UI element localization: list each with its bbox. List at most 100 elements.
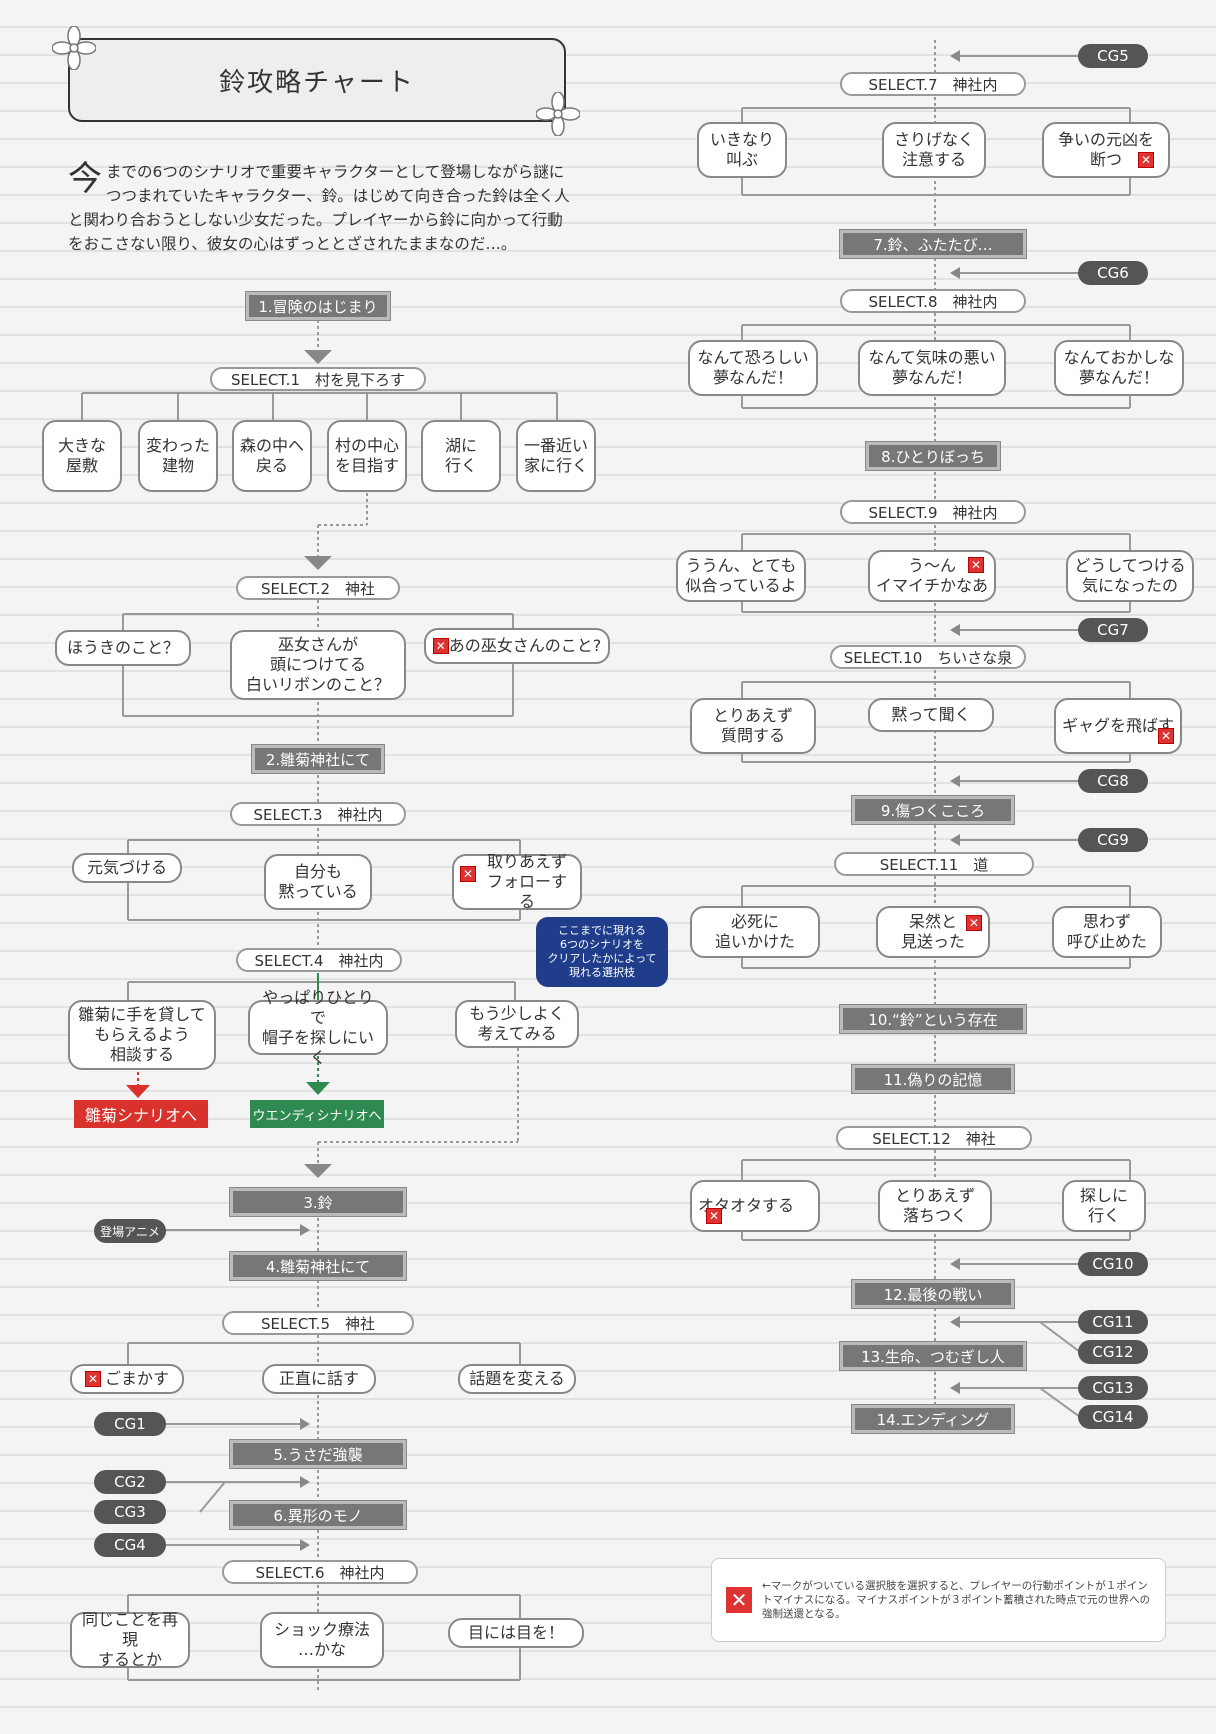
cg-13: CG13	[1078, 1376, 1148, 1400]
s6-option-1[interactable]: 同じことを再現 するとか	[70, 1612, 190, 1668]
s2-option-2[interactable]: 巫女さんが 頭につけてる 白いリボンのこと？	[230, 630, 406, 700]
x-mark-icon: ✕	[1138, 152, 1154, 168]
chapter-4: 4.雛菊神社にて	[230, 1252, 406, 1280]
cg-2: CG2	[94, 1470, 166, 1494]
cg-10: CG10	[1078, 1252, 1148, 1276]
x-mark-icon: ✕	[726, 1587, 752, 1613]
x-mark-icon: ✕	[460, 866, 476, 882]
s10-option-1[interactable]: とりあえず 質問する	[690, 698, 816, 754]
wendy-scenario-link[interactable]: ウエンディシナリオへ	[250, 1100, 384, 1128]
select-12: SELECT.12 神社	[836, 1126, 1032, 1150]
cg-6: CG6	[1078, 261, 1148, 285]
chapter-3: 3.鈴	[230, 1188, 406, 1216]
s6-option-3[interactable]: 目には目を！	[448, 1618, 584, 1648]
s11-option-2[interactable]: 呆然と 見送った	[876, 906, 990, 958]
s10-option-3[interactable]: ギャグを飛ばす	[1054, 698, 1182, 754]
cg-11: CG11	[1078, 1310, 1148, 1334]
select-6: SELECT.6 神社内	[222, 1560, 418, 1584]
s9-option-3[interactable]: どうしてつける 気になったの	[1066, 550, 1194, 602]
select-3: SELECT.3 神社内	[230, 802, 406, 826]
hinagiku-scenario-link[interactable]: 雛菊シナリオへ	[74, 1100, 208, 1128]
note-bubble: ここまでに現れる 6つのシナリオを クリアしたかによって 現れる選択枝	[536, 917, 668, 987]
s4-option-1[interactable]: 雛菊に手を貸して もらえるよう 相談する	[68, 1000, 216, 1070]
chapter-6: 6.異形のモノ	[230, 1501, 406, 1529]
s4-option-3[interactable]: もう少しよく 考えてみる	[455, 1000, 579, 1048]
s11-option-1[interactable]: 必死に 追いかけた	[690, 906, 820, 958]
s9-option-1[interactable]: ううん、とても 似合っているよ	[676, 550, 806, 602]
cg-8: CG8	[1078, 769, 1148, 793]
s3-option-1[interactable]: 元気づける	[72, 853, 182, 883]
s1-option-4[interactable]: 村の中心 を目指す	[327, 420, 407, 492]
x-mark-icon: ✕	[1158, 728, 1174, 744]
s3-option-3[interactable]: ✕取りあえず フォローする	[452, 854, 582, 910]
s2-option-3[interactable]: ✕あの巫女さんのこと?	[424, 628, 610, 664]
intro-text: 今までの6つのシナリオで重要キャラクターとして登場しながら謎につつまれていたキャ…	[68, 160, 578, 256]
select-8: SELECT.8 神社内	[840, 289, 1026, 313]
cg-1: CG1	[94, 1412, 166, 1436]
x-mark-icon: ✕	[433, 638, 449, 654]
chapter-12: 12.最後の戦い	[852, 1280, 1014, 1308]
s8-option-3[interactable]: なんておかしな 夢なんだ！	[1054, 340, 1184, 396]
s6-option-2[interactable]: ショック療法 …かな	[260, 1612, 384, 1668]
select-2: SELECT.2 神社	[236, 576, 400, 600]
s2-option-3-label: あの巫女さんのこと?	[449, 636, 602, 656]
x-mark-icon: ✕	[966, 915, 982, 931]
chapter-8: 8.ひとりぼっち	[866, 442, 1000, 470]
s12-option-1[interactable]: オタオタする	[690, 1180, 820, 1232]
s7-option-3[interactable]: 争いの元凶を 断つ	[1042, 122, 1170, 178]
s1-option-1[interactable]: 大きな 屋敷	[42, 420, 122, 492]
flower-icon	[52, 26, 96, 70]
chapter-1: 1.冒険のはじまり	[246, 292, 390, 320]
select-9: SELECT.9 神社内	[840, 500, 1026, 524]
x-mark-legend: ✕ ←マークがついている選択肢を選択すると、プレイヤーの行動ポイントが１ポイント…	[711, 1558, 1166, 1642]
s5-option-1-label: ごまかす	[105, 1369, 169, 1389]
chapter-7: 7.鈴、ふたたび…	[840, 230, 1026, 258]
s12-option-2[interactable]: とりあえず 落ちつく	[878, 1180, 992, 1232]
chapter-13: 13.生命、つむぎし人	[840, 1342, 1026, 1370]
page-title: 鈴攻略チャート	[68, 38, 566, 122]
s5-option-1[interactable]: ✕ごまかす	[70, 1364, 184, 1394]
cg-4: CG4	[94, 1533, 166, 1557]
x-mark-icon: ✕	[706, 1208, 722, 1224]
s5-option-3[interactable]: 話題を変える	[458, 1364, 576, 1394]
select-11: SELECT.11 道	[834, 852, 1034, 876]
s5-option-2[interactable]: 正直に話す	[262, 1364, 376, 1394]
s1-option-3[interactable]: 森の中へ 戻る	[232, 420, 312, 492]
s3-option-3-label: 取りあえず フォローする	[480, 852, 574, 912]
select-10: SELECT.10 ちいさな泉	[830, 645, 1026, 669]
s2-option-1[interactable]: ほうきのこと？	[55, 630, 191, 666]
s4-option-2[interactable]: やっぱりひとりで 帽子を探しにいく	[248, 1000, 388, 1055]
x-mark-icon: ✕	[85, 1371, 101, 1387]
s8-option-2[interactable]: なんて気味の悪い 夢なんだ！	[858, 340, 1006, 396]
cg-3: CG3	[94, 1500, 166, 1524]
chapter-14: 14.エンディング	[852, 1405, 1014, 1433]
cg-7: CG7	[1078, 618, 1148, 642]
s3-option-2[interactable]: 自分も 黙っている	[264, 854, 372, 910]
cg-5: CG5	[1078, 44, 1148, 68]
select-1: SELECT.1 村を見下ろす	[210, 367, 426, 391]
cg-anime: 登場アニメ	[94, 1219, 166, 1243]
x-mark-icon: ✕	[968, 557, 984, 573]
select-7: SELECT.7 神社内	[840, 72, 1026, 96]
cg-12: CG12	[1078, 1340, 1148, 1364]
s7-option-2[interactable]: さりげなく 注意する	[882, 122, 986, 178]
s11-option-3[interactable]: 思わず 呼び止めた	[1052, 906, 1162, 958]
cg-9: CG9	[1078, 828, 1148, 852]
intro-body: までの6つのシナリオで重要キャラクターとして登場しながら謎につつまれていたキャラ…	[68, 163, 570, 253]
select-5: SELECT.5 神社	[222, 1311, 414, 1335]
s10-option-2[interactable]: 黙って聞く	[868, 698, 994, 732]
s1-option-2[interactable]: 変わった 建物	[138, 420, 218, 492]
intro-initial: 今	[68, 162, 102, 196]
flower-icon	[536, 92, 580, 136]
chapter-11: 11.偽りの記憶	[852, 1065, 1014, 1093]
chapter-5: 5.うさだ強襲	[230, 1440, 406, 1468]
s12-option-3[interactable]: 探しに 行く	[1062, 1180, 1146, 1232]
chapter-10: 10.“鈴”という存在	[840, 1005, 1026, 1033]
cg-14: CG14	[1078, 1405, 1148, 1429]
s8-option-1[interactable]: なんて恐ろしい 夢なんだ！	[688, 340, 818, 396]
s1-option-5[interactable]: 湖に 行く	[421, 420, 501, 492]
s7-option-1[interactable]: いきなり 叫ぶ	[697, 122, 787, 178]
s1-option-6[interactable]: 一番近い 家に行く	[516, 420, 596, 492]
chapter-9: 9.傷つくこころ	[852, 796, 1014, 824]
legend-text: ←マークがついている選択肢を選択すると、プレイヤーの行動ポイントが１ポイントマイ…	[762, 1579, 1151, 1621]
